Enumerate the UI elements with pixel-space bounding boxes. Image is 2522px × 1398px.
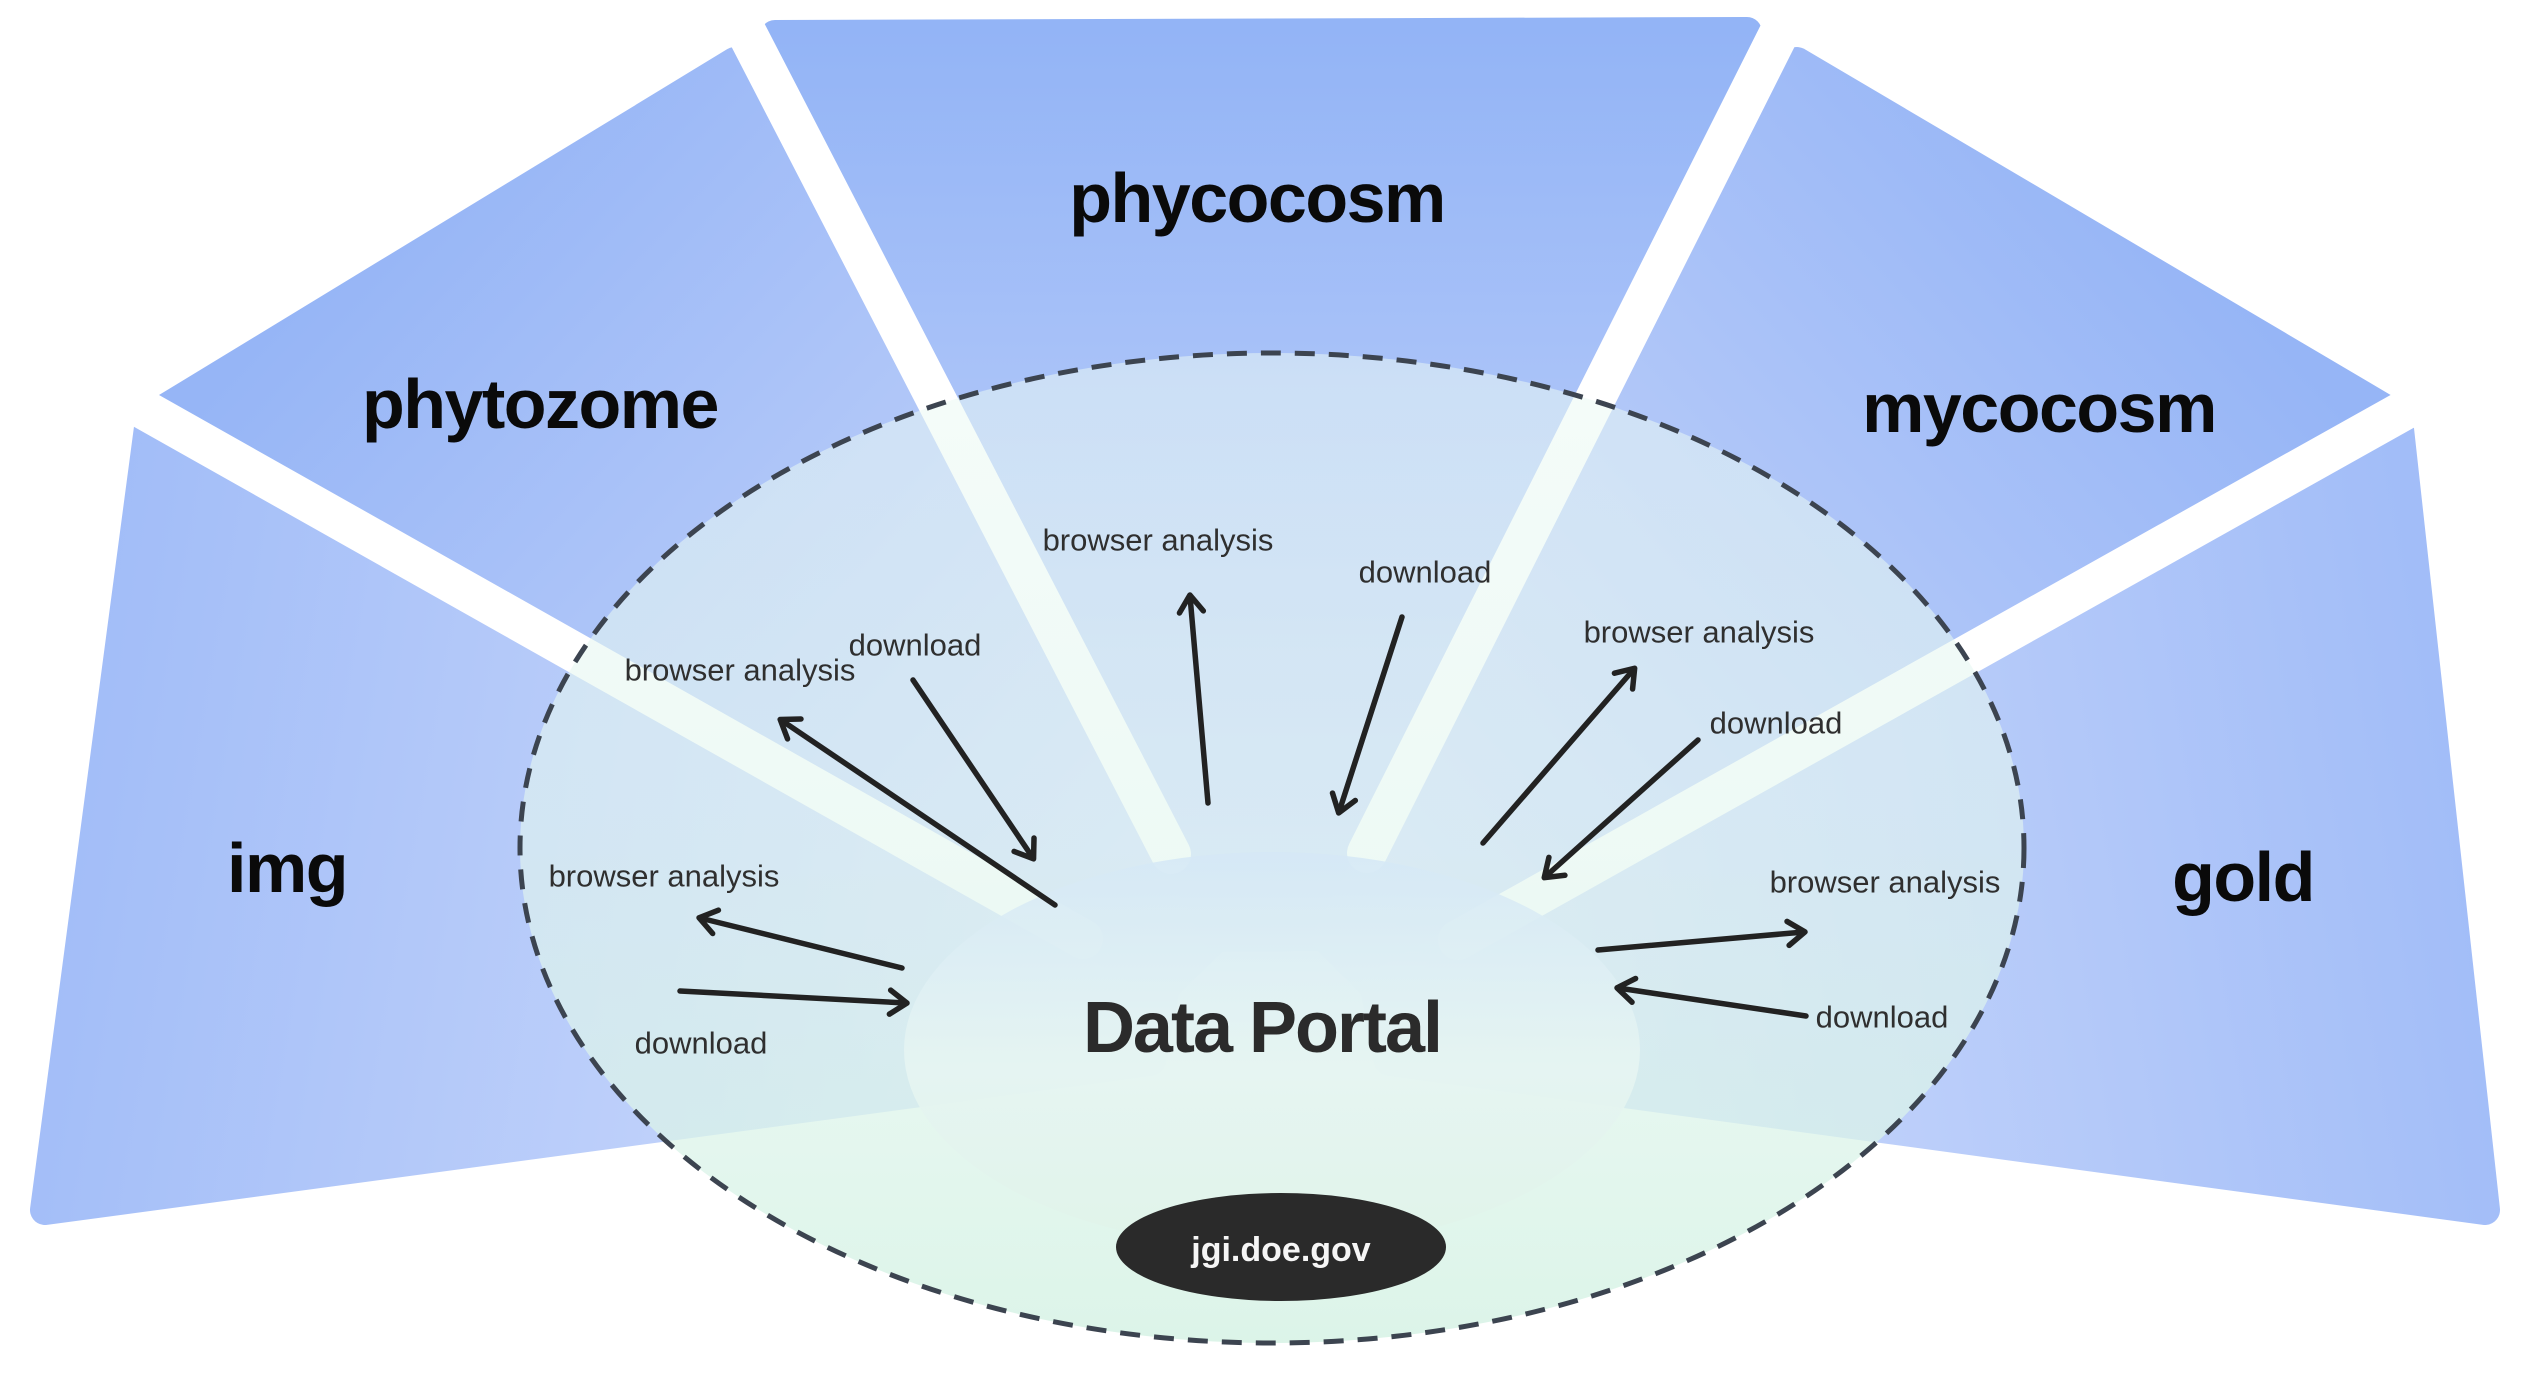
arrow-gold-browser-analysis <box>1595 918 1808 953</box>
portal-label-phycocosm: phycocosm <box>1069 159 1445 237</box>
site-badge-ellipse <box>1116 1193 1446 1301</box>
portal-labels: img phytozome phycocosm mycocosm gold <box>227 159 2315 916</box>
portal-label-gold: gold <box>2172 838 2314 916</box>
flow-labels: browser analysis download browser analys… <box>549 523 2001 1061</box>
flow-label-phytozome-browser-analysis: browser analysis <box>625 653 856 688</box>
site-badge-label: jgi.doe.gov <box>1190 1231 1371 1269</box>
flow-label-mycocosm-download: download <box>1710 706 1843 741</box>
arrow-mycocosm-download <box>1541 737 1701 881</box>
center-glow <box>904 852 1640 1248</box>
flow-label-gold-browser-analysis: browser analysis <box>1770 865 2001 900</box>
arrow-img-browser-analysis <box>696 907 905 971</box>
flow-label-img-download: download <box>635 1026 768 1061</box>
flow-label-phycocosm-download: download <box>1359 555 1492 590</box>
data-portal-boundary <box>517 350 2027 1346</box>
arrow-phytozome-browser-analysis <box>777 716 1058 908</box>
arrow-gold-download <box>1614 975 1809 1019</box>
arrow-phytozome-download <box>910 677 1037 862</box>
portal-label-phytozome: phytozome <box>362 365 718 443</box>
arrow-mycocosm-browser-analysis <box>1480 665 1638 846</box>
site-badge: jgi.doe.gov <box>1116 1193 1446 1301</box>
portal-interior-overlay <box>520 353 2024 1343</box>
flow-arrows <box>677 592 1809 1019</box>
center-title: Data Portal <box>1083 988 1441 1068</box>
flow-label-mycocosm-browser-analysis: browser analysis <box>1584 615 1815 650</box>
arrow-phycocosm-download <box>1329 614 1405 816</box>
flow-label-img-browser-analysis: browser analysis <box>549 859 780 894</box>
arrow-img-download <box>677 987 910 1017</box>
arrow-phycocosm-browser-analysis <box>1176 592 1211 806</box>
flow-label-gold-download: download <box>1816 1000 1949 1035</box>
portal-label-mycocosm: mycocosm <box>1862 369 2216 447</box>
flow-label-phycocosm-browser-analysis: browser analysis <box>1043 523 1274 558</box>
flow-label-phytozome-download: download <box>849 628 982 663</box>
portal-label-img: img <box>227 829 347 907</box>
